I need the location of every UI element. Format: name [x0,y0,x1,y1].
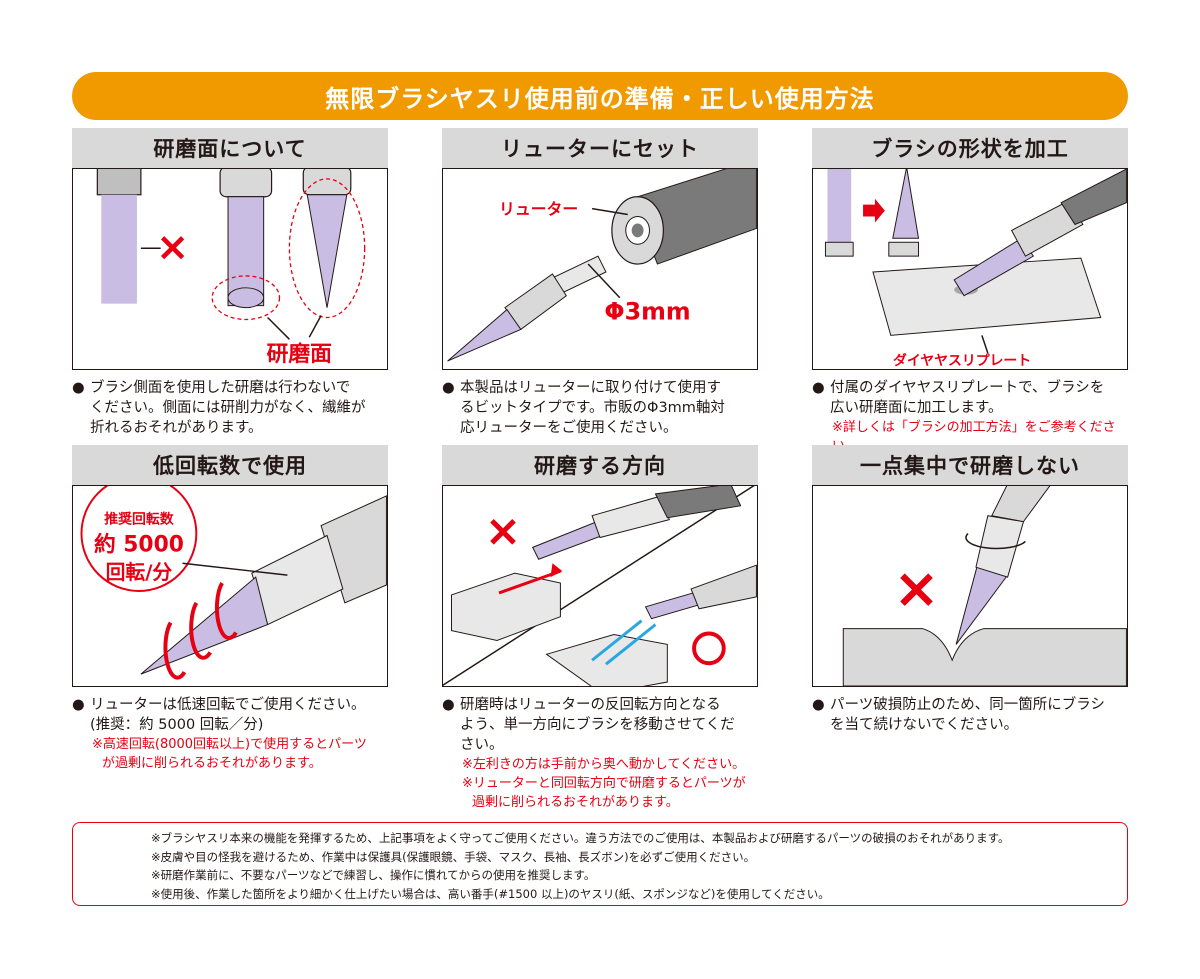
recommended-unit: 回転/分 [106,561,173,584]
panel-description: ● リューターは低速回転でご使用ください。 (推奨：約 5000 回転／分) ※… [72,697,367,771]
recommended-rpm: 約 5000 [94,531,184,557]
panel-polishing-surface: 研磨面について × 研磨面 ● ブラシ側面を使用した研磨は行わないで ください。… [72,128,388,436]
panel-heading: ブラシの形状を加工 [812,128,1128,168]
recommended-label: 推奨回転数 [104,511,173,528]
footer-note: ※皮膚や目の怪我を避けるため、作業中は保護具(保護眼鏡、手袋、マスク、長袖、長ズ… [151,849,756,864]
panel-description: ● 研磨時はリューターの反回転方向となる よう、単一方向にブラシを移動させてくだ… [442,697,746,810]
panel-description: ● ブラシ側面を使用した研磨は行わないで ください。側面には研削力がなく、繊維が… [72,380,366,436]
panel-heading: 研磨する方向 [442,445,758,485]
illustration-shape-brush: ダイヤヤスリプレート [812,168,1128,370]
x-mark: × [156,224,189,270]
panel-description: ● 付属のダイヤヤスリプレートで、ブラシを 広い研磨面に加工します。 ※詳しくは… [812,380,1116,454]
footer-note: ※使用後、作業した箇所をより細かく仕上げたい場合は、高い番手(#1500 以上)… [151,886,830,901]
surface-label: 研磨面 [267,342,332,367]
panel-heading: リューターにセット [442,128,758,168]
footer-note: ※ブラシヤスリ本来の機能を発揮するため、上記事項をよく守ってご使用ください。違う… [151,831,1010,845]
panel-low-rpm: 低回転数で使用 推奨回転数 約 5000 回転/分 ● リューターは低速回転でご… [72,445,388,771]
diameter-label: Φ3mm [604,297,690,325]
footer-note: ※研磨作業前に、不要なパーツなどで練習し、操作に慣れてからの使用を推奨します。 [151,868,596,882]
panel-heading: 一点集中で研磨しない [812,445,1128,485]
illustration-polishing-surface: × 研磨面 [72,168,388,370]
panel-description: ● パーツ破損防止のため、同一箇所にブラシ を当て続けないでください。 [812,697,1105,733]
x-mark: × [893,557,939,621]
panel-heading: 研磨面について [72,128,388,168]
page-title: 無限ブラシヤスリ使用前の準備・正しい使用方法 [72,72,1128,120]
panel-shape-brush: ブラシの形状を加工 ダイヤヤスリプレート ● 付属のダイヤヤスリプレートで、ブラ… [812,128,1128,454]
panel-set-router: リューターにセット リューター Φ3mm ● 本製品はリューターに取り付けて使用… [442,128,758,436]
illustration-set-router: リューター Φ3mm [442,168,758,370]
panel-description: ● 本製品はリューターに取り付けて使用す るビットタイプです。市販のΦ3mm軸対… [442,380,725,436]
plate-label: ダイヤヤスリプレート [893,352,1031,369]
panel-polish-direction: 研磨する方向 × ● 研磨時はリューターの反回転方向となる よう、単一方向にブラ… [442,445,758,810]
panel-heading: 低回転数で使用 [72,445,388,485]
router-label: リューター [499,200,578,219]
panel-no-spot-polishing: 一点集中で研磨しない × ● パーツ破損防止のため、同一箇所にブラシ を当て続け… [812,445,1128,733]
illustration-low-rpm: 推奨回転数 約 5000 回転/分 [72,485,388,687]
safety-notes: ※ブラシヤスリ本来の機能を発揮するため、上記事項をよく守ってご使用ください。違う… [72,822,1128,906]
illustration-no-spot-polishing: × [812,485,1128,687]
illustration-polish-direction: × [442,485,758,687]
x-mark: × [485,506,521,556]
